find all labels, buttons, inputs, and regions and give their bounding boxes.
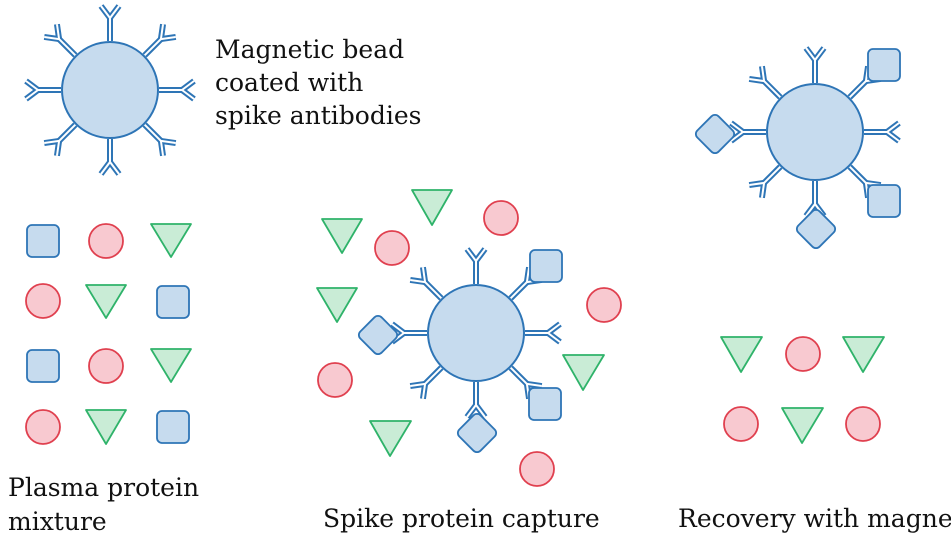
spike-protein-square — [26, 349, 60, 383]
plasma-protein-circle — [88, 348, 124, 384]
antibody-icon — [467, 382, 485, 417]
bead-caption-line2: coated with — [215, 68, 363, 97]
bound-spike-protein-square — [456, 412, 498, 454]
plasma-protein-triangle — [411, 189, 453, 226]
recovered-bead-circle — [766, 83, 864, 181]
antibody-icon — [467, 249, 485, 284]
bound-spike-protein-square — [529, 249, 563, 283]
plasma-protein-circle — [25, 409, 61, 445]
spike-protein-square — [156, 285, 190, 319]
antibody-icon — [731, 123, 766, 141]
legend-bead-circle — [61, 41, 159, 139]
mixture-label-line1: Plasma protein — [8, 473, 199, 502]
plasma-protein-triangle — [321, 218, 363, 254]
plasma-protein-triangle — [85, 409, 127, 445]
antibody-icon — [101, 6, 119, 41]
plasma-protein-circle — [519, 451, 555, 487]
recovery-label: Recovery with magnet — [678, 504, 951, 533]
bound-spike-protein-square — [694, 113, 736, 155]
antibody-icon — [101, 139, 119, 174]
bound-spike-protein-square — [867, 184, 901, 218]
plasma-protein-triangle — [562, 354, 605, 391]
plasma-protein-triangle — [781, 407, 824, 444]
antibody-icon — [806, 48, 824, 83]
antibody-icon — [864, 123, 899, 141]
antibody-icon — [525, 324, 560, 342]
plasma-protein-circle — [25, 283, 61, 319]
legend-bead — [26, 6, 194, 174]
bound-spike-protein-square — [528, 387, 562, 421]
plasma-protein-circle — [586, 287, 622, 323]
plasma-protein-triangle — [150, 223, 192, 258]
plasma-protein-circle — [845, 406, 881, 442]
antibody-icon — [159, 81, 194, 99]
plasma-protein-circle — [88, 223, 124, 259]
leftover-plasma-proteins — [720, 336, 885, 444]
bound-spike-protein-square — [795, 208, 837, 250]
plasma-mixture-group — [25, 223, 192, 445]
bead-caption-line1: Magnetic bead — [215, 35, 404, 64]
plasma-protein-triangle — [720, 336, 763, 373]
plasma-protein-circle — [317, 362, 353, 398]
plasma-protein-triangle — [369, 420, 412, 457]
plasma-protein-triangle — [85, 284, 127, 319]
plasma-protein-triangle — [150, 348, 192, 383]
bound-spike-protein-square — [867, 48, 901, 82]
spike-protein-square — [26, 224, 60, 258]
capture-bead — [392, 249, 560, 417]
recovered-bead-group — [694, 48, 900, 250]
spike-protein-square — [156, 410, 190, 444]
bead-caption-line3: spike antibodies — [215, 101, 421, 130]
plasma-protein-circle — [723, 406, 759, 442]
plasma-protein-circle — [483, 200, 519, 236]
capture-scene — [316, 189, 622, 487]
capture-bead-circle — [427, 284, 525, 382]
plasma-protein-triangle — [316, 287, 358, 323]
capture-label: Spike protein capture — [323, 504, 600, 533]
antibody-icon — [26, 81, 61, 99]
plasma-protein-circle — [785, 336, 821, 372]
plasma-protein-circle — [374, 230, 410, 266]
bound-spike-protein-square — [357, 314, 399, 356]
plasma-protein-triangle — [842, 336, 885, 373]
mixture-label-line2: mixture — [8, 507, 107, 536]
